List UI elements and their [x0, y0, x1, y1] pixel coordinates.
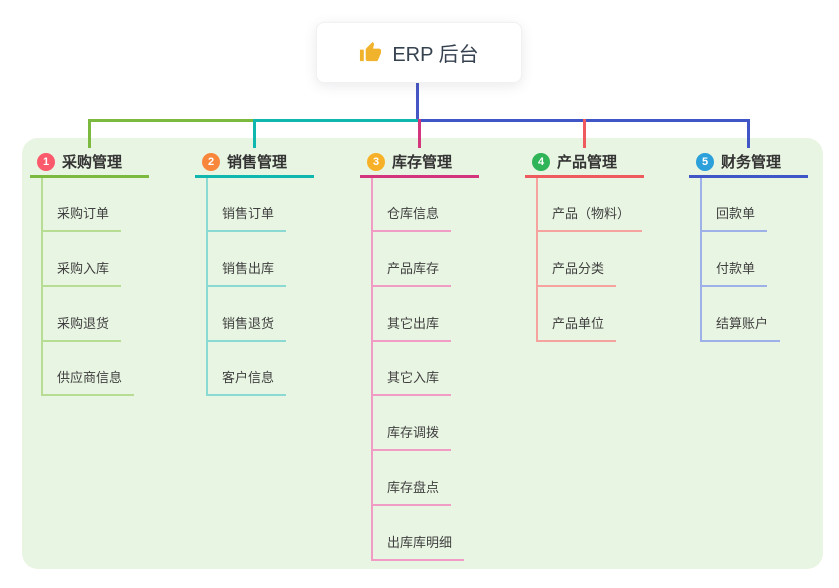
- branch-node-3[interactable]: 3 库存管理: [360, 148, 479, 178]
- bus-segment: [253, 119, 418, 122]
- child-node[interactable]: 其它出库: [371, 315, 452, 342]
- branches-panel: [22, 138, 823, 569]
- branch-number-badge: 5: [696, 152, 714, 171]
- child-node[interactable]: 回款单: [700, 205, 768, 232]
- child-node[interactable]: 产品（物料）: [536, 205, 643, 232]
- child-node[interactable]: 销售订单: [206, 205, 287, 232]
- child-node[interactable]: 库存调拨: [371, 424, 452, 452]
- child-node[interactable]: 采购订单: [41, 205, 122, 232]
- child-spine-connector: [536, 178, 538, 342]
- child-node[interactable]: 付款单: [700, 260, 768, 287]
- child-spine-connector: [371, 178, 373, 561]
- branch-node-5[interactable]: 5 财务管理: [689, 148, 808, 178]
- child-node[interactable]: 采购入库: [41, 260, 122, 287]
- child-node[interactable]: 销售出库: [206, 260, 287, 287]
- child-spine-connector: [700, 178, 702, 342]
- child-node[interactable]: 仓库信息: [371, 205, 452, 232]
- thumbs-up-icon: [359, 41, 382, 64]
- bus-segment: [88, 119, 253, 122]
- branch-node-1[interactable]: 1 采购管理: [30, 148, 149, 178]
- branch-label: 销售管理: [227, 154, 288, 171]
- branch-label: 产品管理: [557, 154, 618, 171]
- branch-node-2[interactable]: 2 销售管理: [195, 148, 314, 178]
- child-node[interactable]: 客户信息: [206, 369, 287, 397]
- branch-number-badge: 2: [202, 152, 220, 171]
- branch-label: 财务管理: [721, 154, 782, 171]
- child-node[interactable]: 采购退货: [41, 315, 122, 342]
- branch-number-badge: 1: [37, 152, 55, 171]
- branch-number-badge: 3: [367, 152, 385, 171]
- branch-node-4[interactable]: 4 产品管理: [525, 148, 644, 178]
- root-connector: [416, 83, 419, 122]
- branch-drop-connector: [418, 119, 421, 148]
- branch-number-badge: 4: [532, 152, 550, 171]
- child-node[interactable]: 库存盘点: [371, 479, 452, 506]
- branch-drop-connector: [88, 119, 91, 148]
- child-node[interactable]: 产品分类: [536, 260, 617, 287]
- child-node[interactable]: 销售退货: [206, 315, 287, 342]
- root-node[interactable]: ERP 后台: [316, 22, 522, 83]
- branch-label: 库存管理: [392, 154, 453, 171]
- child-spine-connector: [206, 178, 208, 397]
- branch-drop-connector: [747, 119, 750, 148]
- child-node[interactable]: 产品库存: [371, 260, 452, 287]
- branch-drop-connector: [583, 119, 586, 148]
- child-node[interactable]: 产品单位: [536, 315, 617, 342]
- child-node[interactable]: 结算账户: [700, 315, 781, 342]
- branch-drop-connector: [253, 119, 256, 148]
- child-spine-connector: [41, 178, 43, 397]
- child-node[interactable]: 出库库明细: [371, 534, 465, 561]
- child-node[interactable]: 其它入库: [371, 369, 452, 397]
- child-node[interactable]: 供应商信息: [41, 369, 135, 397]
- branch-label: 采购管理: [62, 154, 123, 171]
- root-label: ERP 后台: [392, 44, 479, 66]
